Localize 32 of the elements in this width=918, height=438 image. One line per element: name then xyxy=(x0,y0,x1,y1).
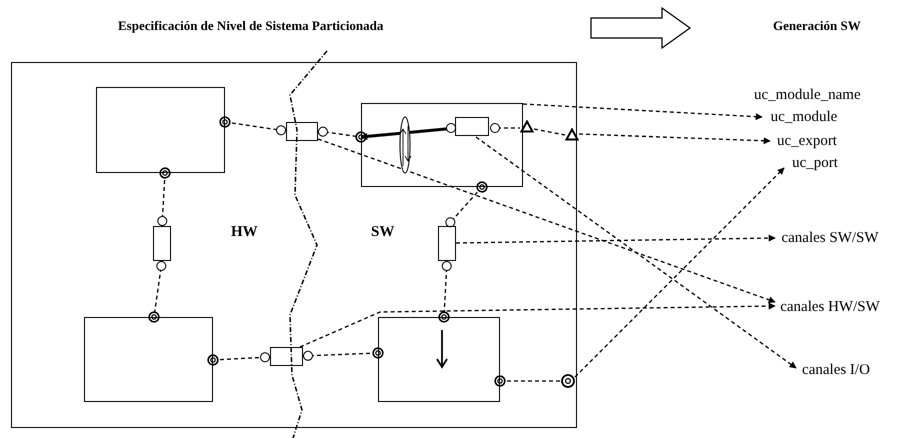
output-label: canales SW/SW xyxy=(775,229,885,247)
diagram-title: Especificación de Nivel de Sistema Particionada xyxy=(118,17,384,35)
port-triangle xyxy=(520,120,534,132)
channel-box xyxy=(455,117,489,136)
arrow xyxy=(574,168,784,378)
output-label: canales I/O xyxy=(796,361,876,379)
arrow xyxy=(476,136,797,369)
output-label: uc_port xyxy=(784,154,846,172)
module-box xyxy=(84,316,212,402)
output-label: canales HW/SW xyxy=(775,298,885,316)
arrow xyxy=(300,302,776,348)
partition-frame xyxy=(11,62,577,428)
channel-box xyxy=(438,226,456,260)
arrow xyxy=(318,138,776,304)
port-icon xyxy=(560,374,574,388)
region-label: SW xyxy=(371,223,394,241)
channel-box xyxy=(270,346,302,366)
arrow xyxy=(522,103,763,120)
module-box xyxy=(96,86,224,172)
port-triangle xyxy=(564,128,578,140)
channel-box xyxy=(152,226,170,260)
column-heading: Generación SW xyxy=(773,17,861,35)
module-box xyxy=(360,102,522,186)
channel-box xyxy=(286,122,318,140)
output-label: uc_module xyxy=(762,108,846,126)
arrow xyxy=(578,133,771,144)
output-label: uc_module_name xyxy=(754,86,861,104)
arrow xyxy=(456,234,776,244)
region-label: HW xyxy=(231,223,258,241)
connector xyxy=(534,128,566,136)
output-label: uc_export xyxy=(770,132,844,150)
module-box xyxy=(378,316,500,402)
